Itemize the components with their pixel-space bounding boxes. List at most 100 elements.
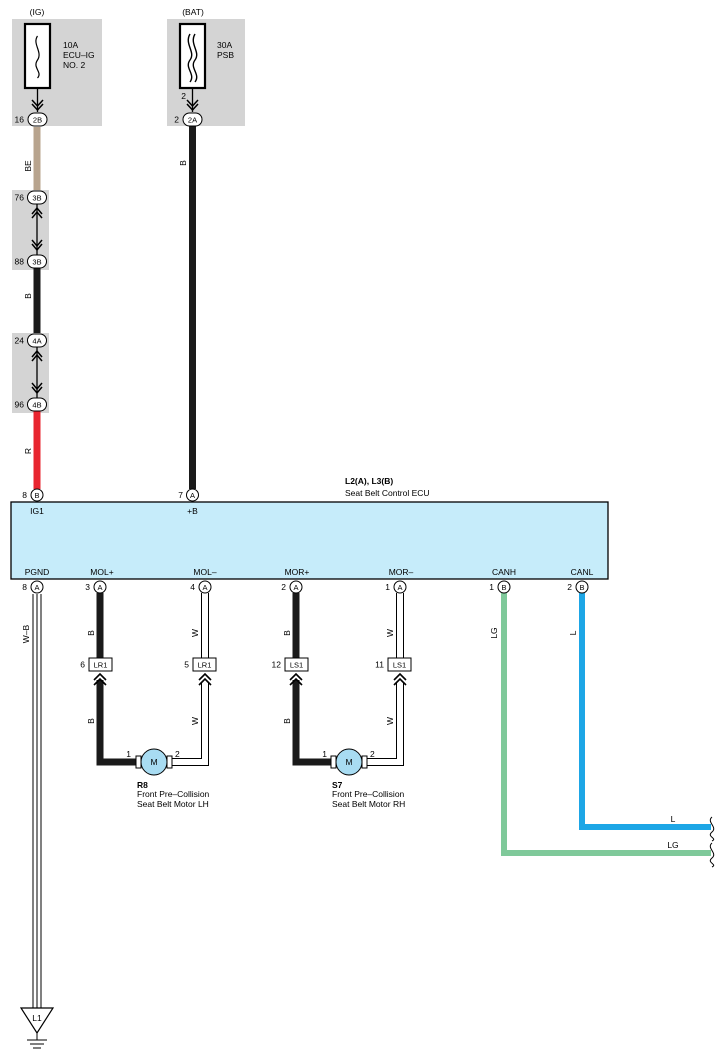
fuse-10a-name-2: NO. 2 [63,60,85,70]
connector-pin: 5 [184,660,189,670]
ecu-pin-morm: A 1 [385,580,407,594]
connector-pin: 11 [375,660,384,670]
chevron-down-icon [31,382,43,395]
wire-lg [501,593,711,856]
connector-4a: 4A 24 [15,333,47,348]
pin-code: A [397,583,402,592]
pin-number: 2 [567,582,572,592]
fuse-10a-symbol [23,22,52,90]
wire-color-label: B [86,630,96,636]
chevron-down-icon [31,99,44,112]
wire-color-label: B [23,293,33,299]
ecu-pin-canl: B 2 [567,580,589,594]
pin-number: 1 [489,582,494,592]
pin-number: 3 [85,582,90,592]
chevron-down-icon [31,239,43,252]
ecu-pin-molp: A 3 [85,580,107,594]
pin-code: B [501,583,506,592]
wire-color-label: W–B [21,624,31,643]
connector-code: 4B [32,401,41,410]
connector-lr1-right: LR1 5 [184,657,217,672]
pin-number: 8 [22,490,27,500]
fuse-30a-element [187,33,193,83]
wire-color-label: B [282,718,292,724]
wire-lg-break-icon [709,842,715,868]
connector-pin: 16 [15,115,25,125]
connector-3b-top: 3B 76 [15,190,47,205]
connector-code: 4A [32,337,41,346]
ig-source-label: (IG) [30,7,45,17]
chevron-up-icon [289,672,303,686]
connector-lr1-left: LR1 6 [80,657,113,672]
ecu-pin-ig1: B 8 [22,488,44,502]
connector-pin: 24 [15,336,25,346]
fuse-10a-name-1: ECU–IG [63,50,95,60]
ecu-code: L2(A), L3(B) [345,476,393,486]
wire-molm-lower-a [172,682,202,759]
wire-color-label: R [23,448,33,454]
motor-pin-1: 1 [126,749,131,759]
wire-color-label: LG [667,840,678,850]
pin-number: 2 [281,582,286,592]
ecu-pin-morp: A 2 [281,580,303,594]
pin-code: B [579,583,584,592]
connector-pin: 6 [80,660,85,670]
connector-code: 3B [32,194,41,203]
motor-rh: M 1 2 S7 Front Pre–Collision Seat Belt M… [322,748,405,809]
pin-code: A [202,583,207,592]
motor-icon [140,748,168,776]
ground-triangle [19,1007,55,1035]
motor-code: R8 [137,780,148,790]
ecu-terminal-molp: MOL+ [90,567,113,577]
pin-number: 8 [22,582,27,592]
wire-color-label: LG [489,627,499,638]
wire-color-label: B [86,718,96,724]
connector-4b: 4B 96 [15,397,47,412]
motor-pin-2: 2 [175,749,180,759]
wire-color-label: B [282,630,292,636]
fuse-30a-rating: 30A [217,40,232,50]
ecu-pin-pgnd: A 8 [22,580,44,594]
motor-lh: M 1 2 R8 Front Pre–Collision Seat Belt M… [126,748,210,809]
connector-code: LS1 [393,661,406,670]
wire-color-label: W [385,629,395,637]
pin-code: A [190,491,195,500]
chevron-down-icon [186,99,199,112]
connector-ls1-left: LS1 12 [272,657,309,672]
ecu-body [10,501,609,580]
motor-icon [335,748,363,776]
chevron-up-icon [31,206,43,219]
motor-pin-1: 1 [322,749,327,759]
pin-number: 4 [190,582,195,592]
ground-code: L1 [32,1013,42,1023]
wire-color-label: W [190,629,200,637]
pin-code: A [97,583,102,592]
ecu-terminal-pgnd: PGND [25,567,50,577]
wire-color-label: L [568,630,578,635]
connector-code: LS1 [290,661,303,670]
wire-morp-lower [292,680,333,766]
motor-symbol: M [150,757,157,767]
pin-number: 7 [178,490,183,500]
wire-molm-lower-b [172,682,209,766]
connector-pin: 2 [174,115,179,125]
ecu-terminal-canh: CANH [492,567,516,577]
wire-l [579,593,711,830]
fuse-30a-name: PSB [217,50,234,60]
connector-2b: 2B 16 [15,112,48,127]
connector-pin: 12 [272,660,282,670]
fuse-30a-pin: 2 [181,91,186,101]
motor-pin-2: 2 [370,749,375,759]
wire-morm-lower-b [367,682,404,766]
motor-desc-1: Front Pre–Collision [332,789,405,799]
connector-code: LR1 [198,661,212,670]
wire-molp-lower [96,680,138,766]
wire-l-break-icon [709,816,715,842]
fuse-30a-element-2 [192,33,198,83]
pin-code: B [34,491,39,500]
connector-code: 2A [188,116,197,125]
wire-color-label: BE [23,160,33,172]
wire-color-label: L [671,814,676,824]
connector-ls1-right: LS1 11 [375,657,412,672]
connector-pin: 96 [15,400,25,410]
